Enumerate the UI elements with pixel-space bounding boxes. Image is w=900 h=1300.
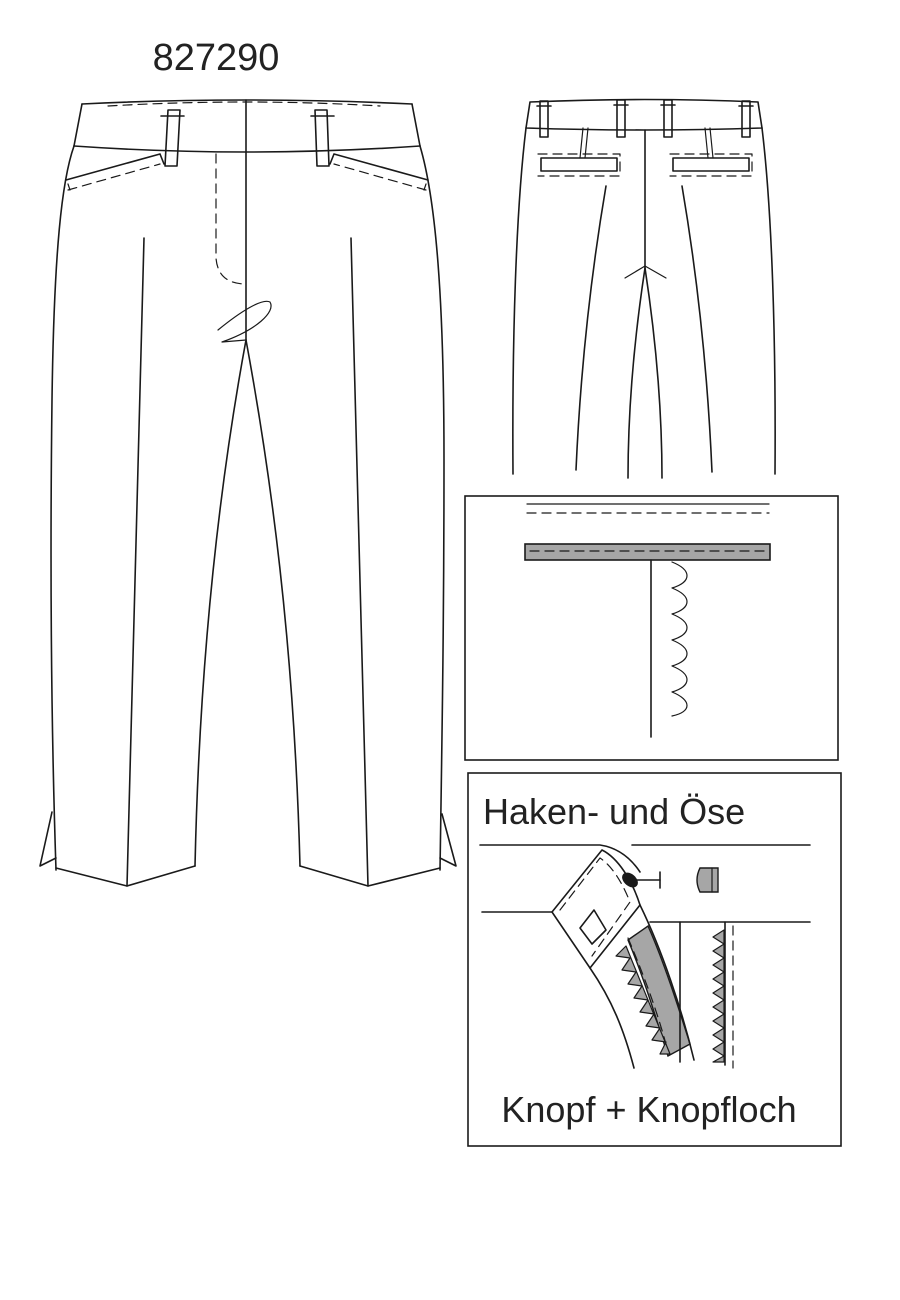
front-belt-loop-right — [310, 109, 335, 167]
back-view-trousers — [512, 98, 776, 479]
front-right-side-seam — [419, 145, 445, 871]
waistband-strip — [524, 543, 771, 561]
back-right-inseam — [644, 267, 663, 479]
back-belt-loops — [536, 99, 754, 138]
label-button-and-buttonhole: Knopf + Knopfloch — [501, 1089, 796, 1130]
back-right-welt-pocket — [669, 153, 753, 177]
front-left-crease — [126, 237, 145, 887]
zipper-teeth-icon — [615, 945, 671, 1055]
buttonhole-icon — [579, 909, 607, 945]
back-right-crease — [681, 185, 713, 473]
back-left-welt-pocket — [537, 153, 621, 177]
front-waistband — [73, 99, 421, 153]
back-left-crease — [575, 185, 607, 471]
fly-stitching — [215, 153, 247, 285]
label-hook-and-eye: Haken- und Öse — [483, 791, 745, 832]
front-closure-hook — [217, 300, 272, 343]
back-left-dart — [579, 127, 589, 159]
left-hem-slit — [39, 811, 57, 867]
overlock-stitch — [671, 561, 688, 717]
zipper-teeth-right-icon — [712, 929, 725, 1063]
hook-icon — [622, 871, 661, 889]
front-view-trousers — [39, 99, 457, 887]
detail-box-fly-stitch — [464, 495, 839, 761]
front-right-crease — [350, 237, 369, 887]
back-right-dart — [704, 127, 714, 159]
front-left-hem — [55, 865, 196, 887]
front-left-inseam — [194, 339, 247, 867]
front-left-side-seam — [50, 145, 75, 871]
right-hem-slit — [439, 813, 457, 867]
back-seat-split — [624, 265, 667, 279]
back-left-side-seam — [512, 127, 527, 475]
front-left-pocket — [65, 153, 165, 191]
front-belt-loop-left — [160, 109, 185, 167]
front-right-hem — [299, 865, 441, 887]
back-right-side-seam — [761, 127, 776, 475]
pattern-number: 827290 — [153, 37, 280, 79]
zipper-right — [679, 921, 734, 1069]
eye-icon — [696, 867, 719, 893]
back-left-inseam — [627, 267, 646, 479]
back-waistband — [525, 98, 763, 131]
detail-box-closures: Haken- und Öse — [467, 772, 842, 1147]
front-right-inseam — [245, 339, 301, 867]
zipper-left — [589, 904, 695, 1069]
front-right-pocket — [329, 153, 429, 191]
